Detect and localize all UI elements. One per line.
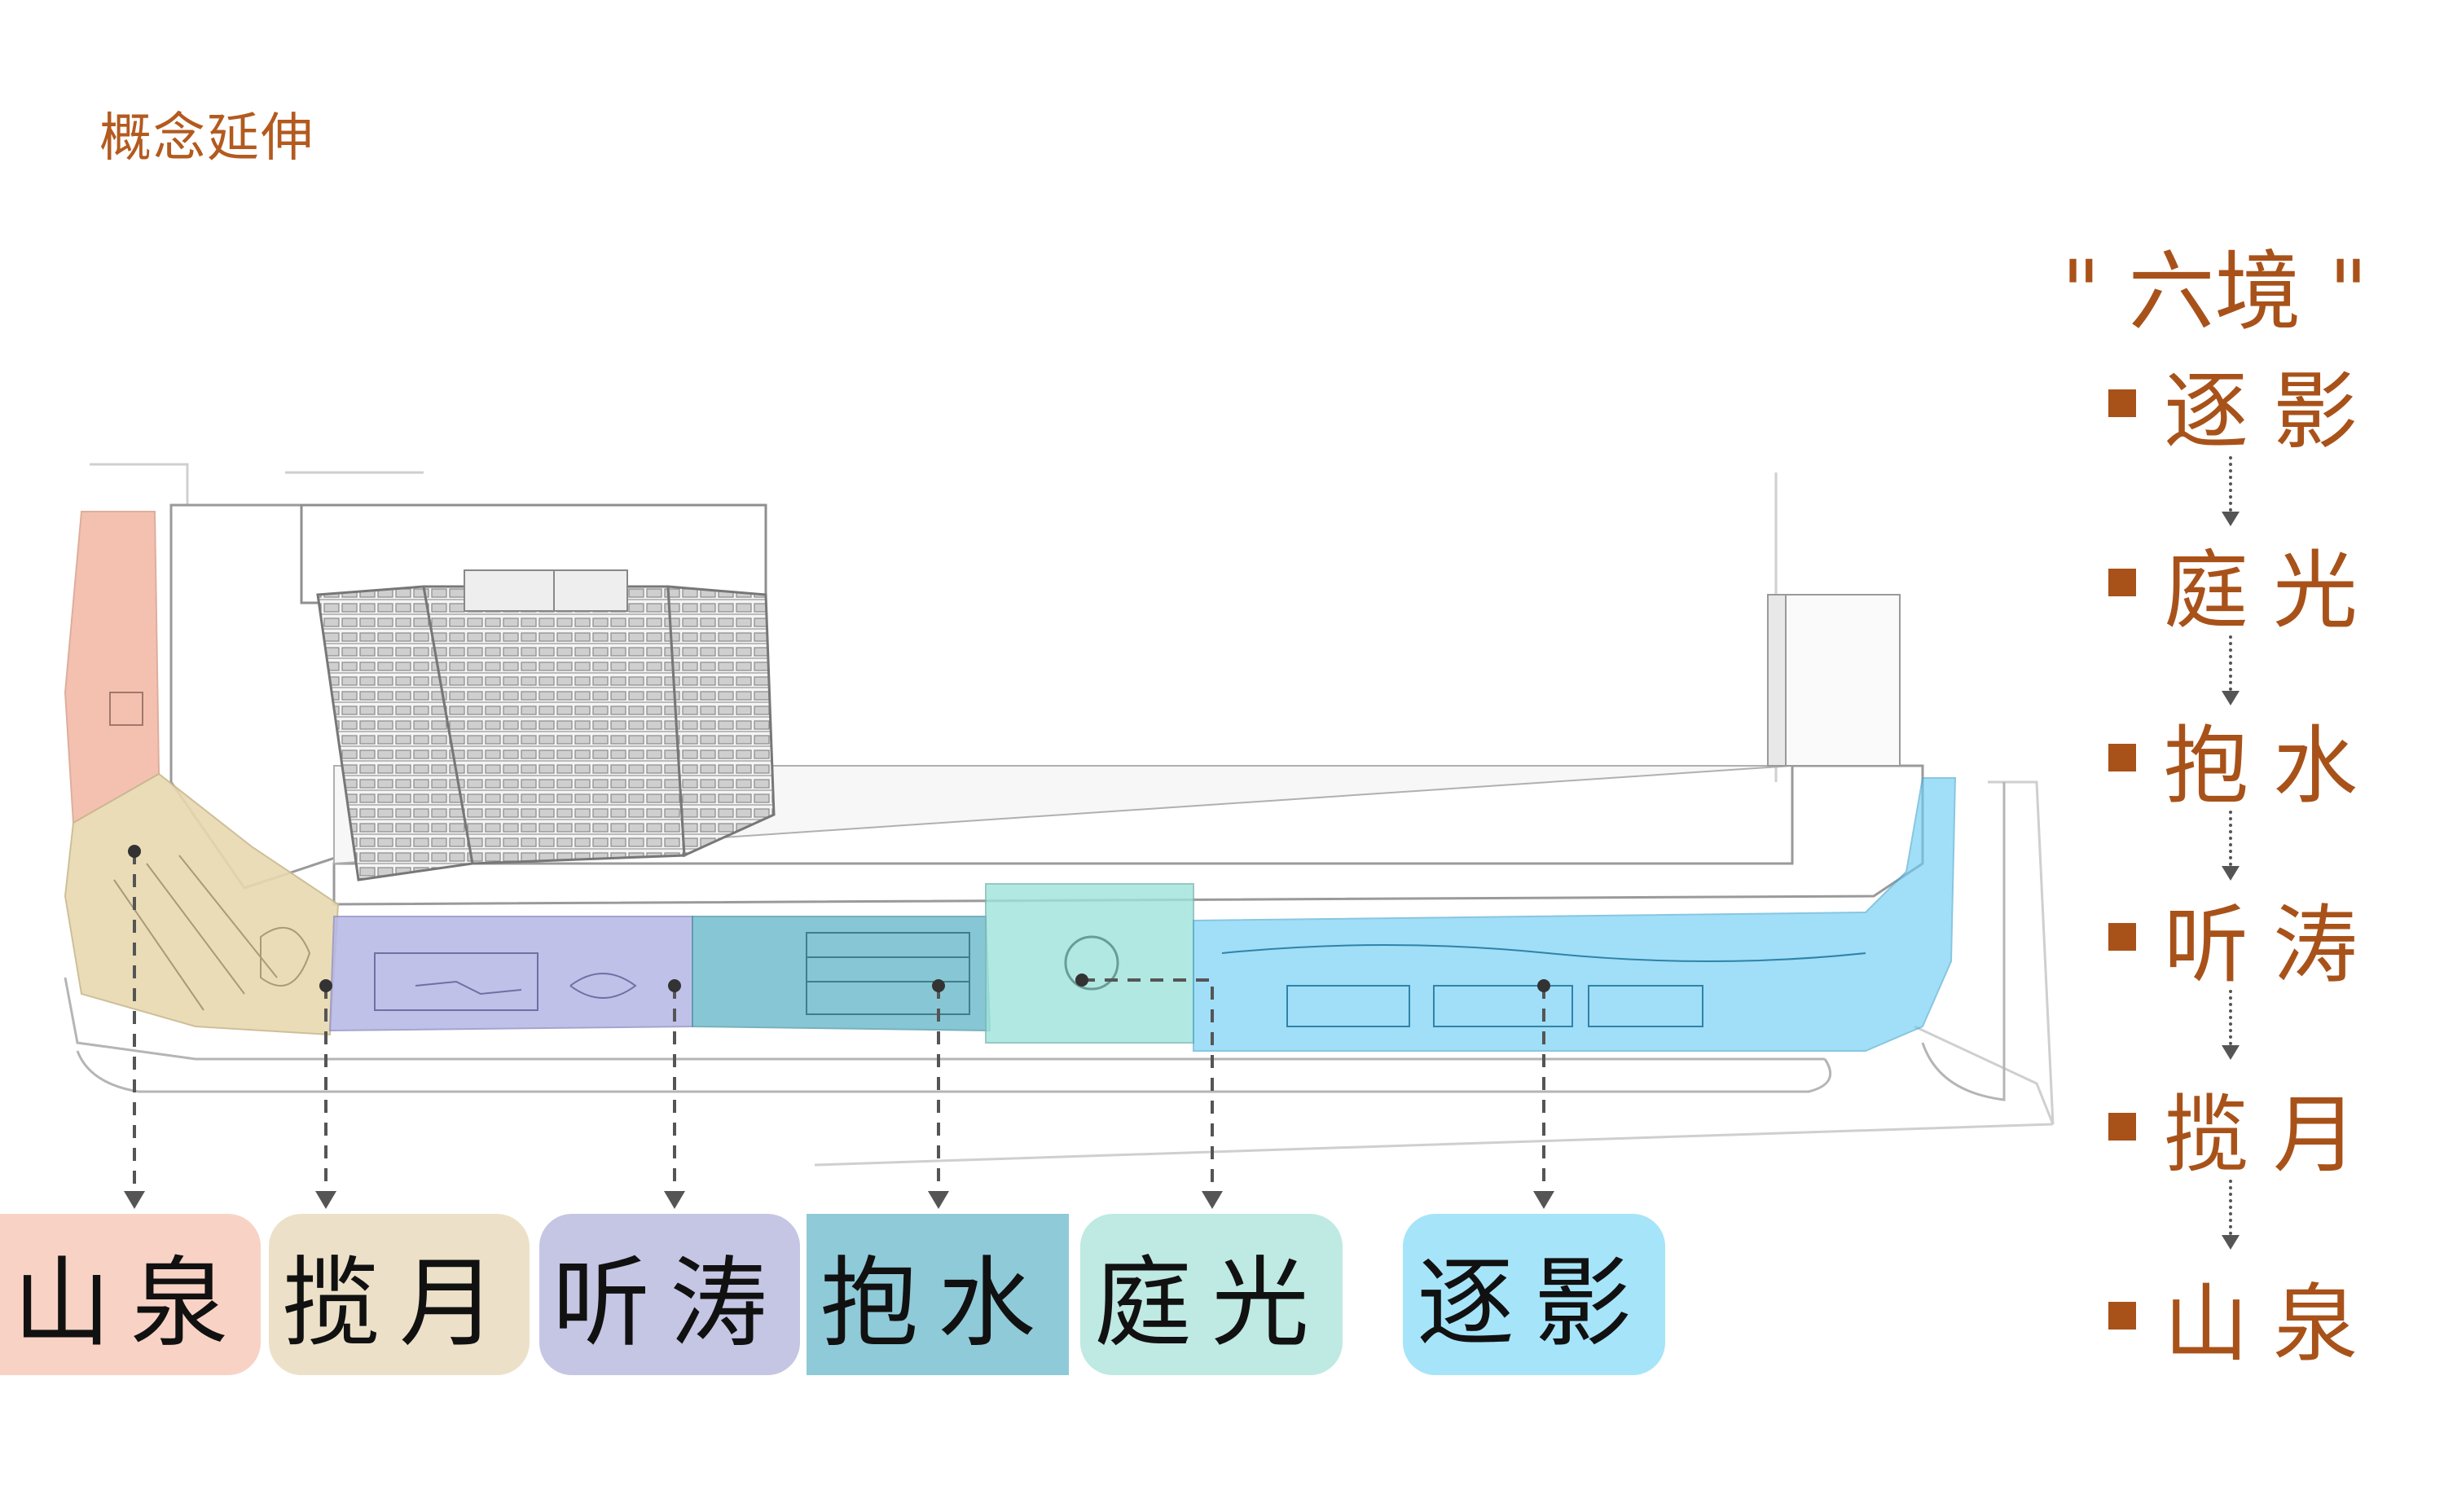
- legend-item-label: 揽月: [2164, 1084, 2383, 1185]
- legend-bullet-icon: [2108, 1113, 2136, 1141]
- zone-tingtao-area: [328, 916, 693, 1032]
- zone-shanquan-area: [64, 511, 160, 824]
- legend-bullet-icon: [2108, 744, 2136, 771]
- legend-item-tingtao: 听涛: [2108, 884, 2382, 995]
- zone-zhuying-area: [1193, 777, 1957, 1052]
- legend-item-label: 抱水: [2164, 715, 2383, 815]
- legend-arrow-down-icon: [2222, 635, 2240, 705]
- legend-item-tingguang: 庭光: [2108, 530, 2382, 640]
- callout-leaders: [133, 851, 1545, 1198]
- zone-label-tingguang: 庭光: [1080, 1214, 1343, 1375]
- legend-item-lanyue: 揽月: [2108, 1074, 2382, 1185]
- callout-arrowheads: [124, 1191, 1554, 1209]
- legend-item-label: 庭光: [2164, 540, 2383, 640]
- legend-item-label: 逐影: [2164, 361, 2383, 461]
- legend-item-label: 听涛: [2164, 894, 2383, 995]
- zone-label-lanyue: 揽月: [269, 1214, 530, 1375]
- legend-arrow-down-icon: [2222, 456, 2240, 526]
- legend-item-shanquan: 山泉: [2108, 1263, 2382, 1374]
- zone-tingguang-area: [985, 883, 1194, 1044]
- legend-item-baoshui: 抱水: [2108, 705, 2382, 815]
- callout-points: [128, 845, 1550, 992]
- legend-title: " 六境 ": [2061, 242, 2368, 342]
- legend-item-zhuying: 逐影: [2108, 350, 2382, 461]
- legend-bullet-icon: [2108, 1302, 2136, 1330]
- legend-arrow-down-icon: [2222, 990, 2240, 1060]
- zone-label-zhuying: 逐影: [1403, 1214, 1665, 1375]
- legend-arrow-down-icon: [2222, 1180, 2240, 1250]
- legend-bullet-icon: [2108, 389, 2136, 417]
- zone-label-baoshui: 抱水: [807, 1214, 1069, 1375]
- legend-bullet-icon: [2108, 923, 2136, 951]
- legend-arrow-down-icon: [2222, 811, 2240, 881]
- zone-label-tingtao: 听涛: [539, 1214, 800, 1375]
- legend-bullet-icon: [2108, 569, 2136, 596]
- perimeter-road: [64, 782, 2006, 1101]
- legend-item-label: 山泉: [2164, 1273, 2383, 1374]
- residential-tower: [300, 503, 776, 881]
- page-title: 概念延伸: [99, 108, 314, 169]
- zone-label-shanquan: 山泉: [0, 1214, 261, 1375]
